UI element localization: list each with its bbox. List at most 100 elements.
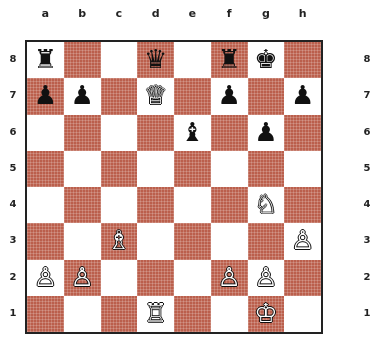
rank-label-5-right: 5 [359, 151, 375, 187]
square-a3[interactable] [27, 223, 64, 259]
square-e2[interactable] [174, 260, 211, 296]
square-g1[interactable]: ♔ [248, 296, 285, 332]
square-d4[interactable] [137, 187, 174, 223]
white-pawn-icon[interactable]: ♙ [291, 228, 314, 254]
square-g5[interactable] [248, 151, 285, 187]
square-f8[interactable]: ♜ [211, 42, 248, 78]
square-d1[interactable]: ♖ [137, 296, 174, 332]
black-rook-icon[interactable]: ♜ [34, 47, 57, 73]
white-pawn-icon[interactable]: ♙ [34, 265, 57, 291]
square-h1[interactable] [284, 296, 321, 332]
square-d3[interactable] [137, 223, 174, 259]
white-bishop-icon[interactable]: ♗ [107, 228, 130, 254]
square-a7[interactable]: ♟ [27, 78, 64, 114]
square-f7[interactable]: ♟ [211, 78, 248, 114]
black-pawn-icon[interactable]: ♟ [254, 120, 277, 146]
square-e6[interactable]: ♝ [174, 115, 211, 151]
square-d8[interactable]: ♛ [137, 42, 174, 78]
square-b6[interactable] [64, 115, 101, 151]
square-b7[interactable]: ♟ [64, 78, 101, 114]
black-bishop-icon[interactable]: ♝ [181, 120, 204, 146]
black-queen-icon[interactable]: ♛ [144, 47, 167, 73]
rank-label-4-left: 4 [5, 187, 21, 223]
file-label-b: b [64, 6, 100, 22]
square-c6[interactable] [101, 115, 138, 151]
square-f4[interactable] [211, 187, 248, 223]
rank-label-7-right: 7 [359, 78, 375, 114]
chess-board[interactable]: ♜ ♛ ♜ ♚ ♟ ♟ ♕ ♟ ♟ ♝ ♟ ♘ ♗ ♙ ♙ ♙ ♙ ♙ ♖ ♔ [25, 40, 323, 334]
square-b5[interactable] [64, 151, 101, 187]
square-c7[interactable] [101, 78, 138, 114]
file-label-f: f [211, 6, 247, 22]
square-e8[interactable] [174, 42, 211, 78]
square-g2[interactable]: ♙ [248, 260, 285, 296]
square-g8[interactable]: ♚ [248, 42, 285, 78]
rank-label-1-right: 1 [359, 296, 375, 332]
square-g6[interactable]: ♟ [248, 115, 285, 151]
square-b8[interactable] [64, 42, 101, 78]
square-h6[interactable] [284, 115, 321, 151]
square-d6[interactable] [137, 115, 174, 151]
square-h7[interactable]: ♟ [284, 78, 321, 114]
square-e4[interactable] [174, 187, 211, 223]
white-king-icon[interactable]: ♔ [254, 301, 277, 327]
rank-label-2-left: 2 [5, 260, 21, 296]
square-f3[interactable] [211, 223, 248, 259]
square-c5[interactable] [101, 151, 138, 187]
square-h5[interactable] [284, 151, 321, 187]
square-b2[interactable]: ♙ [64, 260, 101, 296]
black-pawn-icon[interactable]: ♟ [70, 83, 93, 109]
square-a8[interactable]: ♜ [27, 42, 64, 78]
square-c4[interactable] [101, 187, 138, 223]
square-h8[interactable] [284, 42, 321, 78]
rank-label-3-right: 3 [359, 223, 375, 259]
square-b1[interactable] [64, 296, 101, 332]
square-a5[interactable] [27, 151, 64, 187]
square-b3[interactable] [64, 223, 101, 259]
square-c1[interactable] [101, 296, 138, 332]
square-g7[interactable] [248, 78, 285, 114]
square-c8[interactable] [101, 42, 138, 78]
square-c3[interactable]: ♗ [101, 223, 138, 259]
square-a1[interactable] [27, 296, 64, 332]
file-label-a: a [27, 6, 63, 22]
black-pawn-icon[interactable]: ♟ [217, 83, 240, 109]
rank-label-3-left: 3 [5, 223, 21, 259]
square-g3[interactable] [248, 223, 285, 259]
white-rook-icon[interactable]: ♖ [144, 301, 167, 327]
square-e3[interactable] [174, 223, 211, 259]
square-e7[interactable] [174, 78, 211, 114]
square-d7[interactable]: ♕ [137, 78, 174, 114]
square-a6[interactable] [27, 115, 64, 151]
rank-label-4-right: 4 [359, 187, 375, 223]
square-e1[interactable] [174, 296, 211, 332]
square-f6[interactable] [211, 115, 248, 151]
white-pawn-icon[interactable]: ♙ [217, 265, 240, 291]
square-b4[interactable] [64, 187, 101, 223]
square-a4[interactable] [27, 187, 64, 223]
square-d5[interactable] [137, 151, 174, 187]
white-knight-icon[interactable]: ♘ [254, 192, 277, 218]
square-g4[interactable]: ♘ [248, 187, 285, 223]
black-king-icon[interactable]: ♚ [254, 47, 277, 73]
rank-label-6-right: 6 [359, 115, 375, 151]
square-c2[interactable] [101, 260, 138, 296]
square-d2[interactable] [137, 260, 174, 296]
square-f2[interactable]: ♙ [211, 260, 248, 296]
rank-label-2-right: 2 [359, 260, 375, 296]
square-e5[interactable] [174, 151, 211, 187]
square-h3[interactable]: ♙ [284, 223, 321, 259]
square-h4[interactable] [284, 187, 321, 223]
square-h2[interactable] [284, 260, 321, 296]
square-a2[interactable]: ♙ [27, 260, 64, 296]
white-pawn-icon[interactable]: ♙ [70, 265, 93, 291]
rank-label-7-left: 7 [5, 78, 21, 114]
black-pawn-icon[interactable]: ♟ [34, 83, 57, 109]
white-pawn-icon[interactable]: ♙ [254, 265, 277, 291]
square-f1[interactable] [211, 296, 248, 332]
black-rook-icon[interactable]: ♜ [217, 47, 240, 73]
black-pawn-icon[interactable]: ♟ [291, 83, 314, 109]
white-queen-icon[interactable]: ♕ [144, 83, 167, 109]
square-f5[interactable] [211, 151, 248, 187]
rank-label-5-left: 5 [5, 151, 21, 187]
